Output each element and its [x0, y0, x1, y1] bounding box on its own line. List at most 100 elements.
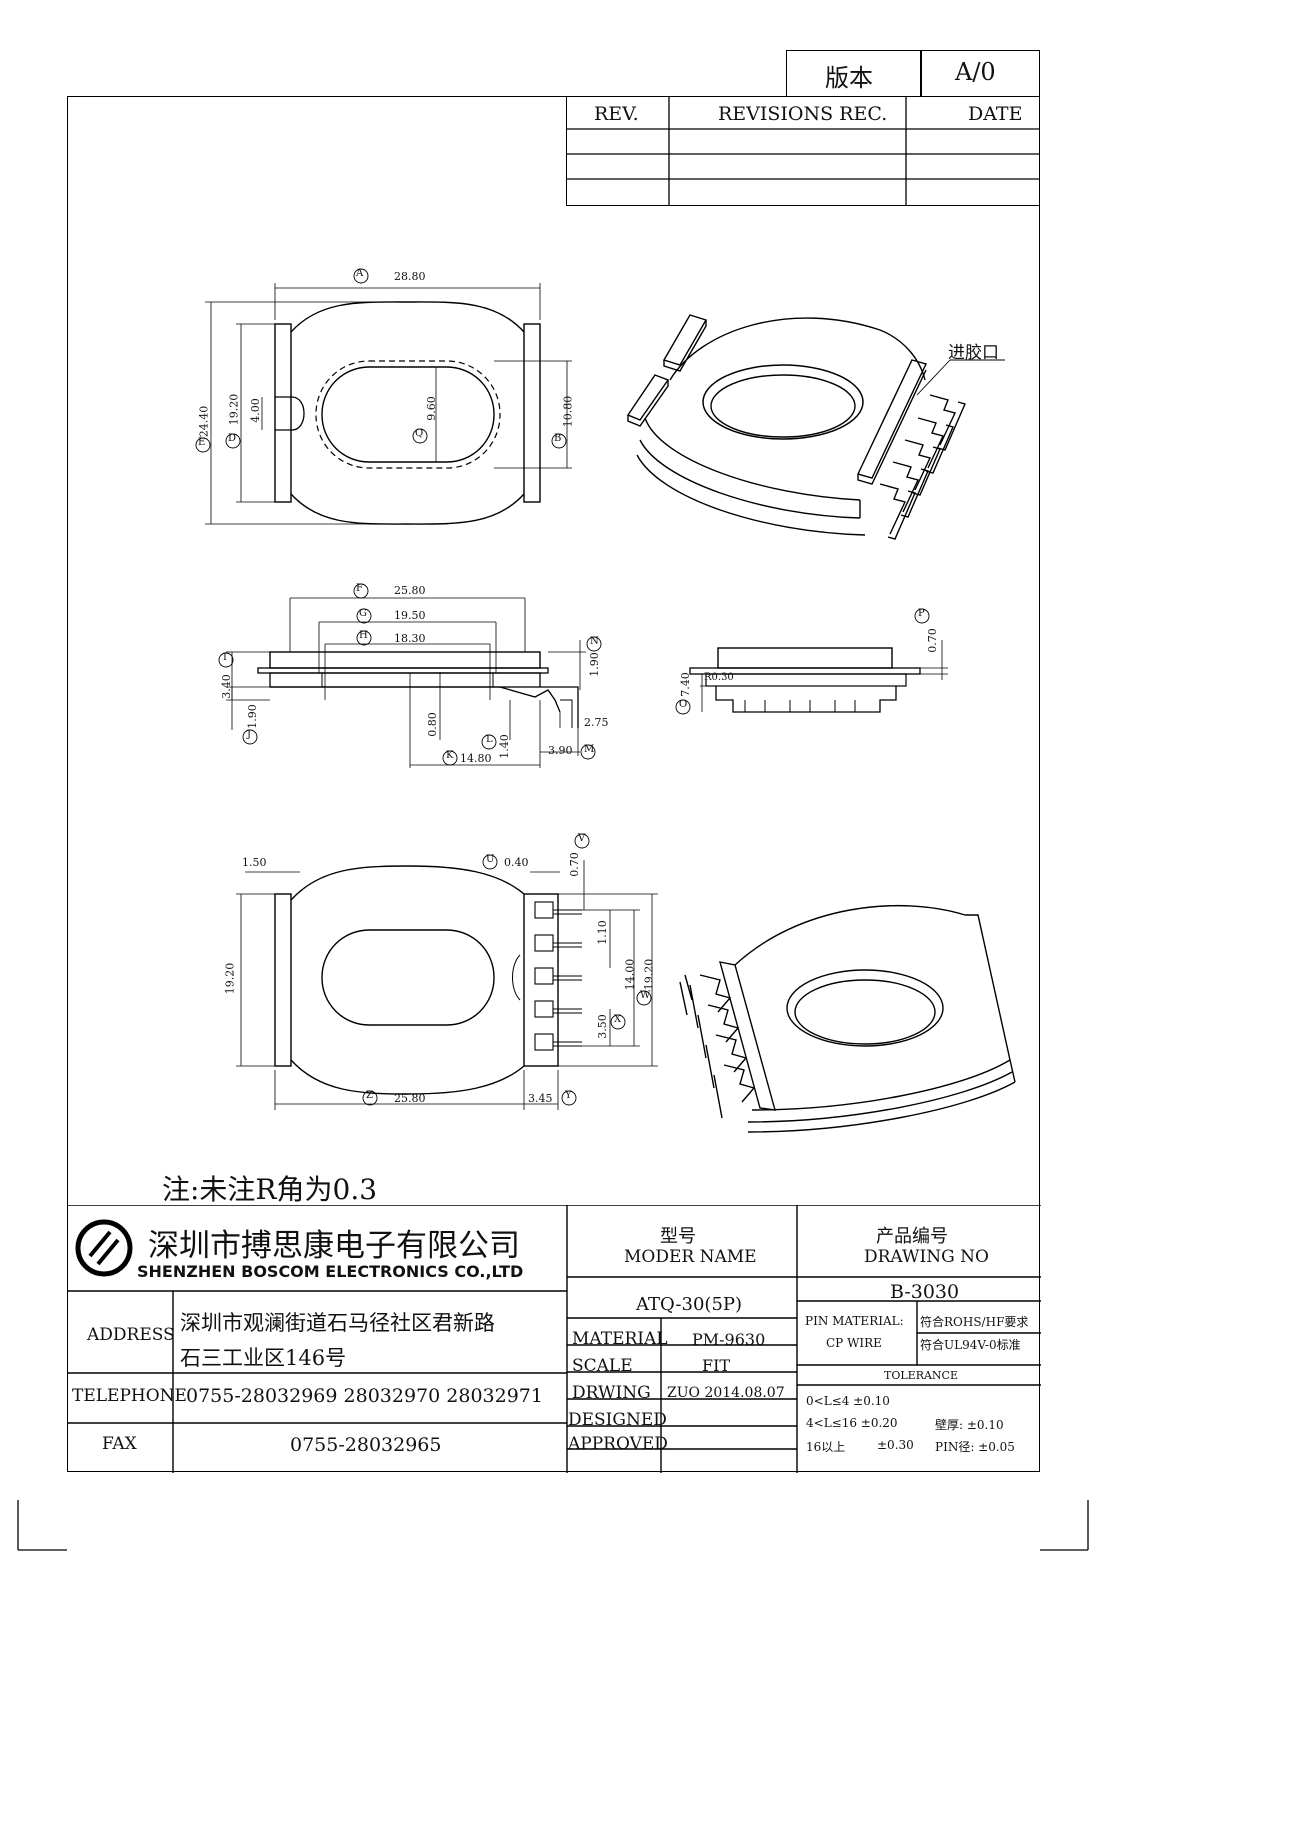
dim-K-value: 14.80 [460, 752, 492, 765]
dim-B-value: 10.80 [561, 395, 575, 428]
dim-center-value: 0.80 [425, 712, 439, 737]
end-view [675, 608, 948, 715]
dim-H-letter: H [359, 630, 368, 641]
version-value: A/0 [955, 58, 996, 86]
drawing-note: 注:未注R角为0.3 [162, 1173, 378, 1206]
tolerance-row3-value: ±0.30 [877, 1438, 914, 1452]
dim-B-letter: B [554, 433, 562, 444]
dim-I-value: 3.40 [219, 674, 233, 699]
revision-table [566, 96, 1040, 206]
dim-X-value: 3.50 [595, 1014, 609, 1039]
dim-Y-value: 3.45 [528, 1092, 553, 1105]
dim-W-value: 19.20 [642, 958, 656, 991]
top-view [195, 268, 572, 525]
dim-W-letter: W [640, 990, 651, 1001]
dim-F-letter: F [356, 583, 363, 594]
material-value: PM-9630 [692, 1330, 766, 1349]
dim-F-value: 25.80 [394, 584, 426, 597]
scale-value: FIT [702, 1356, 731, 1375]
company-logo [75, 1219, 133, 1277]
dim-G-value: 19.50 [394, 609, 426, 622]
dim-I-letter: I [223, 652, 227, 663]
pin-tolerance: PIN径: ±0.05 [935, 1440, 1015, 1454]
dim-pitch-value: 1.10 [595, 920, 609, 945]
drwing-value: ZUO 2014.08.07 [667, 1385, 785, 1401]
drawing-frame [67, 96, 1040, 1472]
rev-rec-header: REVISIONS REC. [718, 103, 888, 125]
dim-D-letter: D [228, 433, 237, 444]
telephone-label: TELEPHONE [72, 1386, 187, 1406]
dim-H-value: 18.30 [394, 632, 426, 645]
scale-label: SCALE [572, 1356, 633, 1376]
tolerance-row2: 4<L≤16 ±0.20 [806, 1416, 898, 1430]
dim-N-letter: N [590, 636, 599, 647]
address-line2: 石三工业区146号 [180, 1346, 347, 1370]
company-name-cn: 深圳市搏思康电子有限公司 [148, 1228, 520, 1264]
dim-height-value: 19.20 [223, 962, 237, 995]
dim-E-letter: E [198, 437, 206, 448]
fax-label: FAX [102, 1434, 137, 1454]
iso-view-top [626, 314, 1005, 540]
approved-label: APPROVED [568, 1434, 668, 1454]
dim-Y-letter: Y [565, 1090, 572, 1101]
tolerance-title: TOLERANCE [884, 1369, 958, 1382]
date-header: DATE [968, 103, 1023, 125]
dim-K-letter: K [446, 750, 454, 761]
model-label-cn: 型号 [660, 1226, 696, 1247]
dim-O-letter: O [679, 699, 688, 710]
dim-slot-value: 4.00 [248, 398, 262, 423]
revision-table-lines [566, 96, 1040, 206]
dim-P-letter: P [918, 608, 925, 619]
dim-N-value: 1.90 [587, 652, 601, 677]
pin-material-value: CP WIRE [826, 1336, 882, 1350]
dim-J-value: 1.90 [245, 704, 259, 729]
dim-O-value: 7.40 [678, 672, 692, 697]
dim-V-value: 0.70 [567, 852, 581, 877]
dim-X-letter: X [614, 1014, 622, 1025]
tolerance-row1: 0<L≤4 ±0.10 [806, 1394, 890, 1408]
dim-span-value: 14.00 [623, 958, 637, 991]
dim-U-value: 0.40 [504, 856, 529, 869]
dim-A-letter: A [356, 268, 364, 279]
dim-R-value: R0.30 [704, 672, 734, 683]
wall-tolerance: 壁厚: ±0.10 [935, 1418, 1004, 1432]
corner-marks [17, 1500, 1089, 1551]
dim-P-value: 0.70 [925, 628, 939, 653]
model-label-en: MODER NAME [624, 1247, 757, 1267]
dim-pin-value: 2.75 [584, 716, 609, 729]
dim-L-letter: L [486, 734, 493, 745]
rev-header: REV. [594, 103, 639, 125]
address-label: ADDRESS [87, 1325, 175, 1345]
dim-Q-value: 9.60 [424, 396, 438, 421]
dim-D-value: 19.20 [227, 393, 241, 426]
dim-A-value: 28.80 [394, 270, 426, 283]
dim-M-value: 3.90 [548, 744, 573, 757]
material-label: MATERIAL [572, 1329, 668, 1349]
title-block-lines [67, 1205, 1041, 1473]
version-label: 版本 [825, 64, 873, 92]
side-view [218, 583, 602, 768]
pin-material-label: PIN MATERIAL: [805, 1314, 904, 1328]
model-value: ATQ-30(5P) [636, 1294, 743, 1315]
dim-Z-value: 25.80 [394, 1092, 426, 1105]
fax-value: 0755-28032965 [290, 1434, 442, 1456]
drwing-label: DRWING [572, 1383, 651, 1403]
dim-L-value: 1.40 [497, 734, 511, 759]
drawing-no-label-en: DRAWING NO [864, 1247, 989, 1267]
iso-view-bottom [679, 904, 1016, 1133]
company-name-en: SHENZHEN BOSCOM ELECTRONICS CO.,LTD [137, 1262, 524, 1281]
designed-label: DESIGNED [568, 1410, 667, 1430]
dim-V-letter: V [578, 833, 586, 844]
drawing-no-label-cn: 产品编号 [876, 1226, 948, 1247]
tolerance-row3-range: 16以上 [806, 1440, 846, 1454]
rohs-compliance: 符合ROHS/HF要求 [920, 1315, 1029, 1329]
dim-E-value: 24.40 [197, 405, 211, 438]
address-line1: 深圳市观澜街道石马径社区君新路 [180, 1311, 495, 1335]
dim-left-value: 1.50 [242, 856, 267, 869]
ul-compliance: 符合UL94V-0标准 [920, 1338, 1021, 1352]
bottom-view [236, 833, 658, 1110]
technical-drawing [195, 268, 1016, 1133]
dim-Z-letter: Z [366, 1090, 373, 1101]
dim-Q-letter: Q [415, 428, 424, 439]
dim-M-letter: M [584, 744, 595, 755]
